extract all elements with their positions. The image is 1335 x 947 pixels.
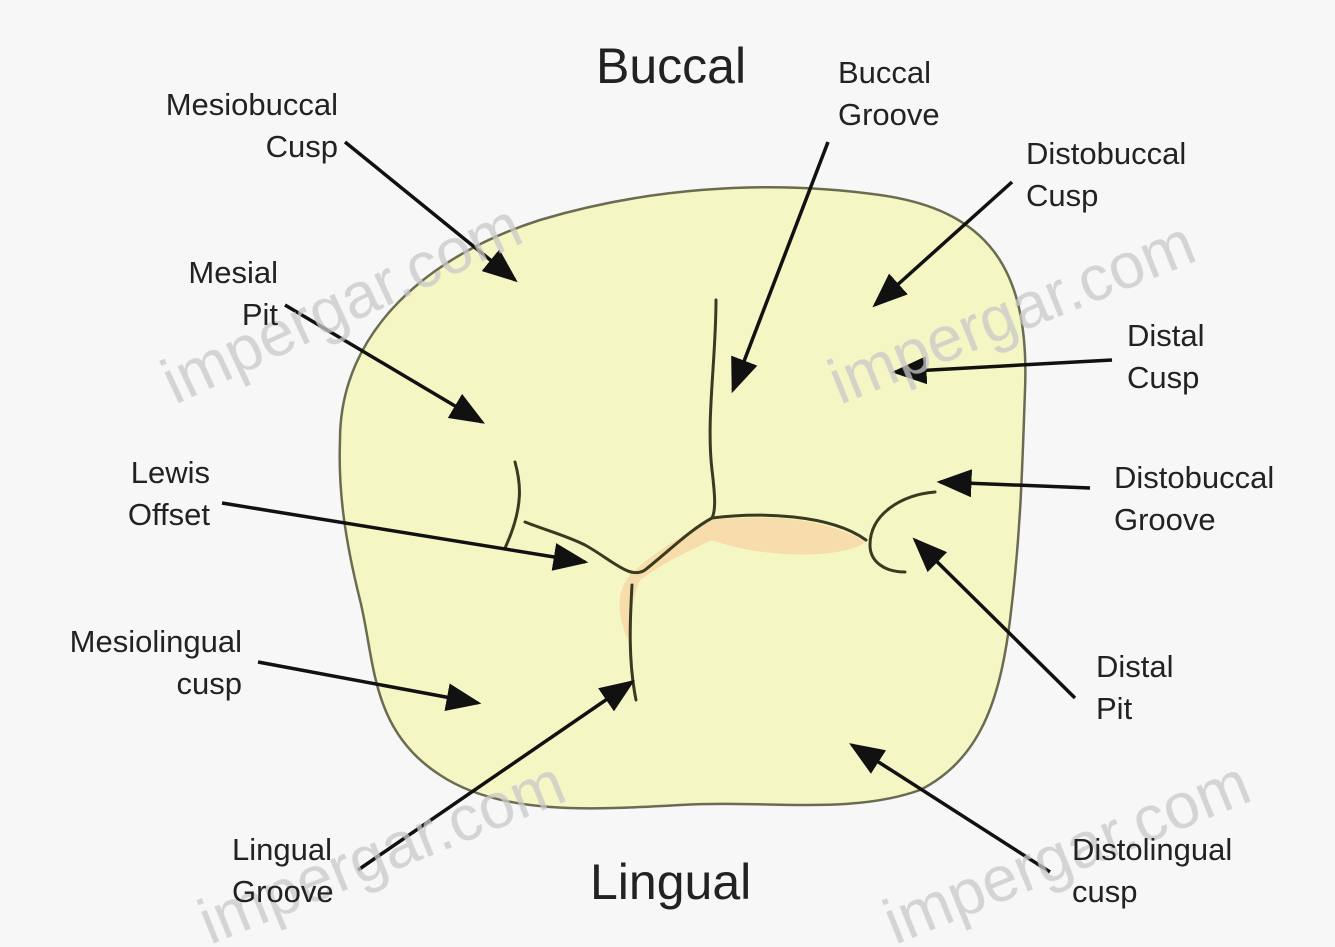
- label-lingual-groove: Lingual Groove: [232, 829, 334, 913]
- label-distal-cusp: Distal Cusp: [1127, 315, 1205, 399]
- label-buccal-groove: Buccal Groove: [838, 52, 940, 136]
- label-distobuccal-cusp: Distobuccal Cusp: [1026, 133, 1186, 217]
- buccal-heading: Buccal: [596, 38, 746, 94]
- label-distal-pit: Distal Pit: [1096, 646, 1174, 730]
- lingual-heading: Lingual: [590, 854, 751, 910]
- label-mesiolingual-cusp: Mesiolingual cusp: [38, 621, 242, 705]
- label-lewis-offset: Lewis Offset: [96, 452, 210, 536]
- label-mesiobuccal-cusp: Mesiobuccal Cusp: [136, 84, 338, 168]
- label-distobuccal-groove: Distobuccal Groove: [1114, 457, 1274, 541]
- label-mesial-pit: Mesial Pit: [150, 252, 278, 336]
- label-distolingual-cusp: Distolingual cusp: [1072, 829, 1232, 913]
